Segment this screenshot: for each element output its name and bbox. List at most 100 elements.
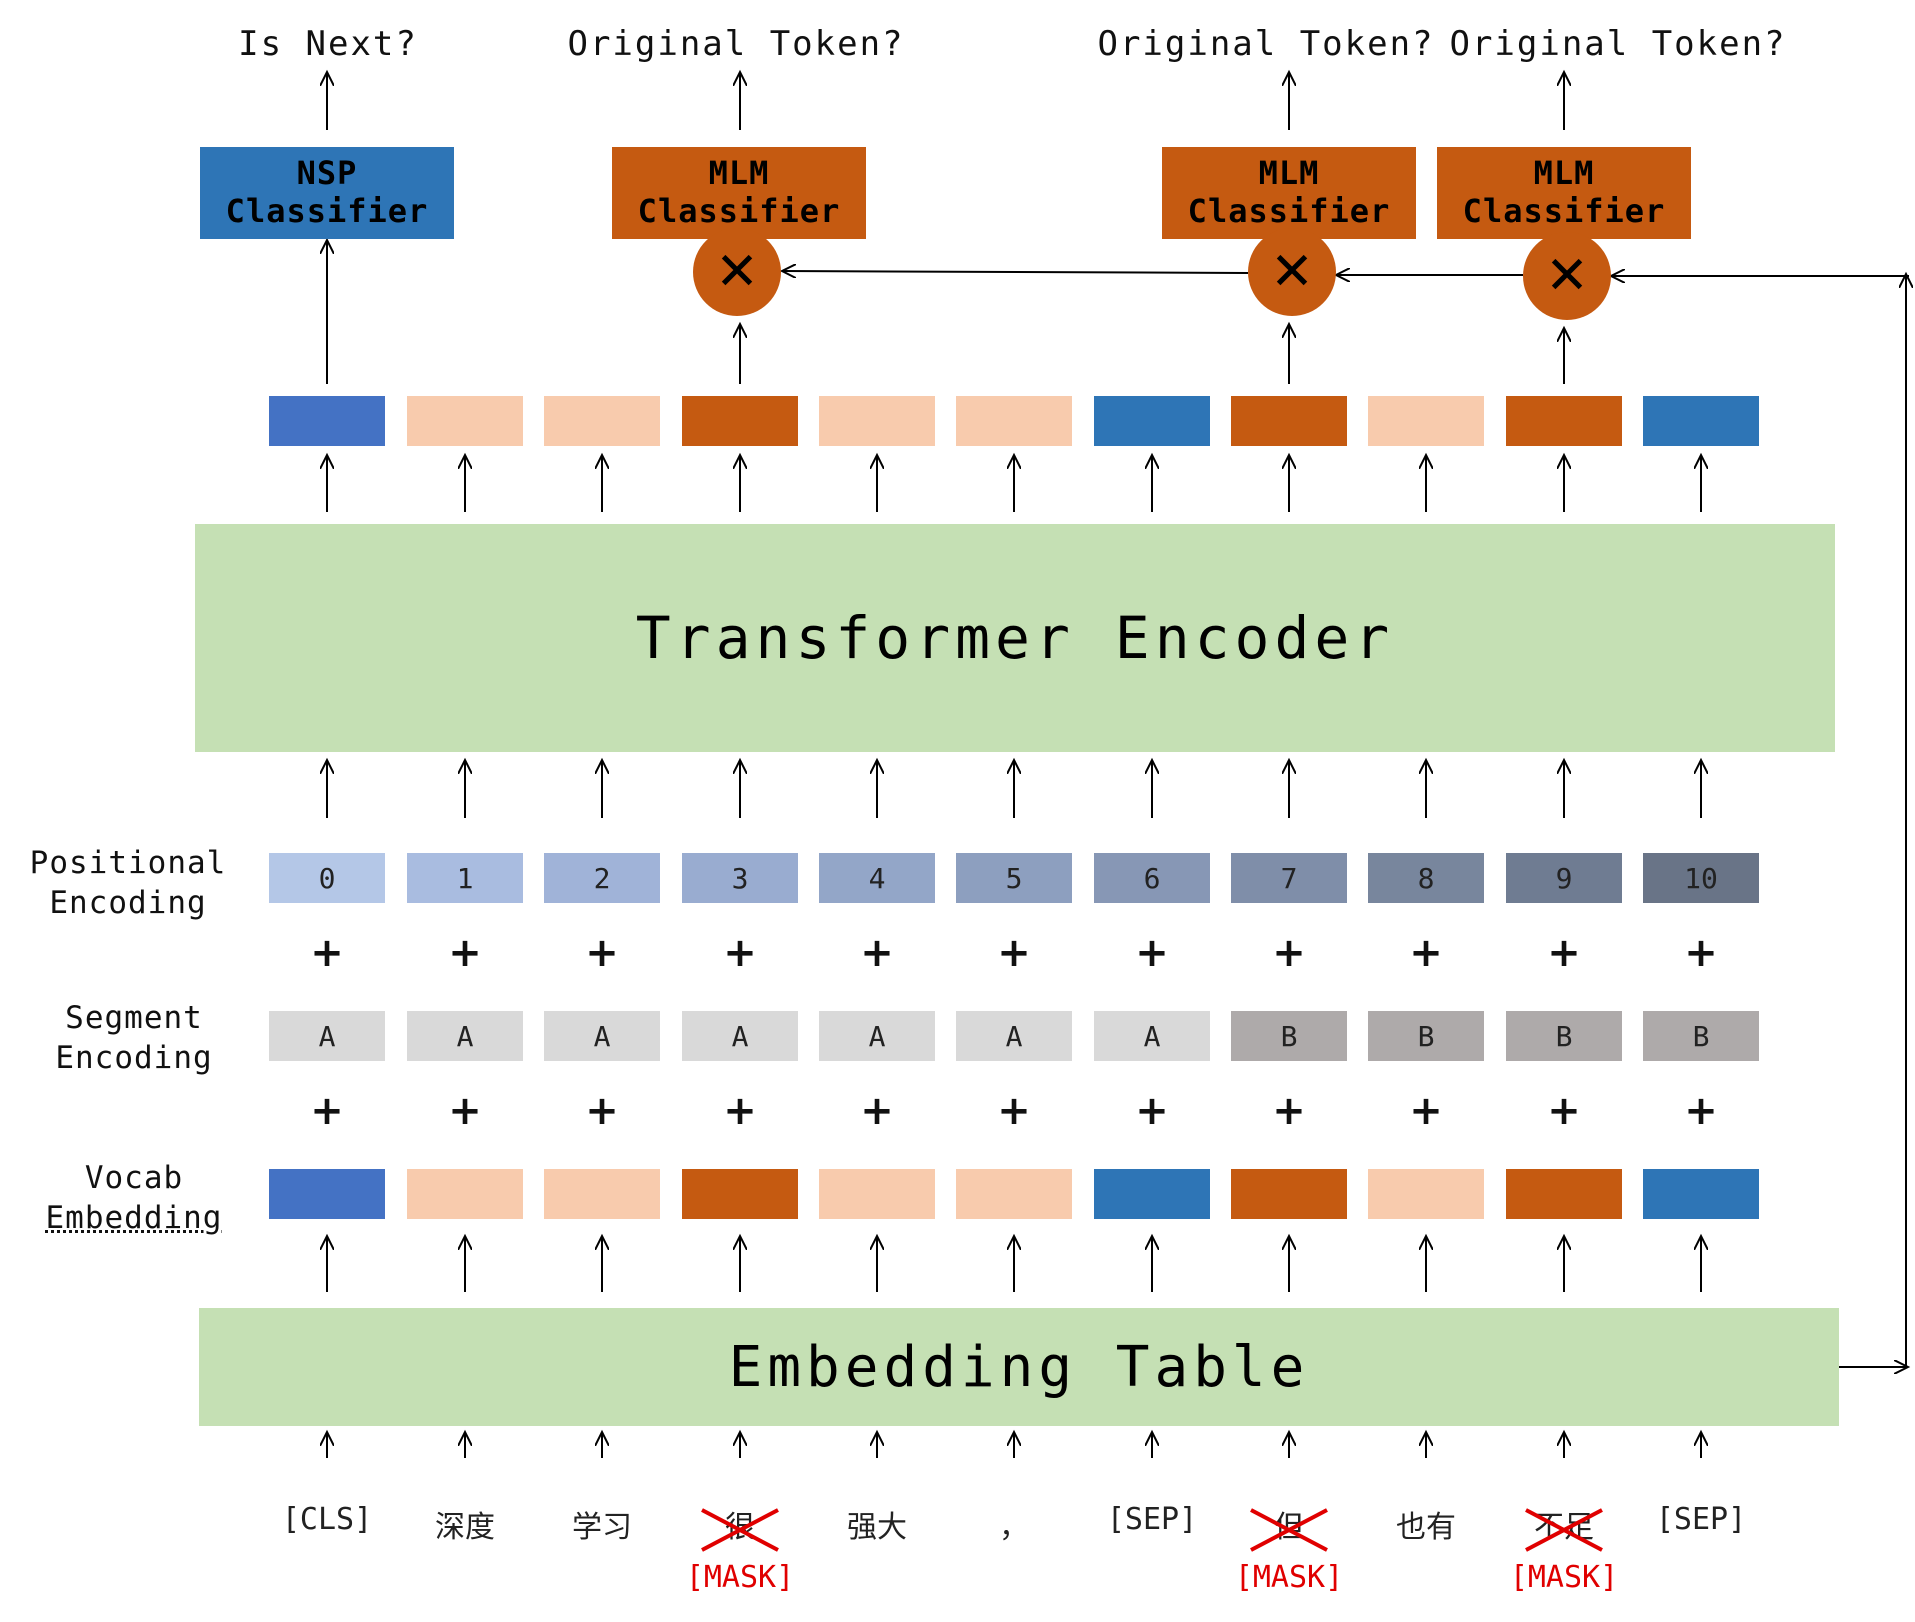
mlm-classifier-line2: Classifier [1462,192,1666,230]
position-cell: 2 [544,853,660,903]
input-token: [CLS] [281,1502,373,1537]
vocab-embedding-label: Vocab Embedding [45,1160,223,1237]
mlm-classifier-line2: Classifier [637,192,841,230]
position-cell: 8 [1368,853,1484,903]
mlm-classifier: MLM Classifier [612,147,866,239]
vocab-embedding-cell [819,1169,935,1219]
vocab-embedding-cell [682,1169,798,1219]
output-embedding-cell [819,396,935,446]
input-token: 深度 [435,1510,495,1545]
output-embedding-cell [682,396,798,446]
mlm-classifier-line2: Classifier [1187,192,1391,230]
output-embedding-cell [544,396,660,446]
is-next-label: Is Next? [238,24,418,64]
segment-cell: A [956,1011,1072,1061]
plus-icon: + [860,1088,894,1134]
plus-icon: + [310,930,344,976]
output-embedding-cell [1094,396,1210,446]
input-token: 强大 [847,1510,907,1545]
input-token: 也有 [1396,1510,1456,1545]
vocab-embedding-cell [544,1169,660,1219]
mlm-classifier: MLM Classifier [1162,147,1416,239]
segment-cell: B [1231,1011,1347,1061]
plus-icon: + [448,1088,482,1134]
arrow [782,271,1249,273]
segment-cell: A [544,1011,660,1061]
segment-cell: B [1643,1011,1759,1061]
position-cell: 10 [1643,853,1759,903]
output-embedding-cell [956,396,1072,446]
multiply-icon: ✕ [1248,228,1336,316]
output-embedding-cell [1368,396,1484,446]
mlm-classifier: MLM Classifier [1437,147,1691,239]
position-cell: 4 [819,853,935,903]
output-embedding-cell [407,396,523,446]
input-token: ， [999,1510,1029,1545]
original-token-label: Original Token? [1097,24,1435,64]
position-cell: 1 [407,853,523,903]
segment-cell: A [407,1011,523,1061]
original-token-label: Original Token? [1449,24,1787,64]
mask-token-label: [MASK] [1509,1560,1619,1595]
nsp-classifier-line1: NSP [296,154,358,193]
input-token: 很 [725,1510,755,1545]
plus-icon: + [1409,1088,1443,1134]
input-token: 但 [1274,1510,1304,1545]
output-embedding-cell [1643,396,1759,446]
output-embedding-cell [269,396,385,446]
plus-icon: + [585,1088,619,1134]
segment-cell: B [1368,1011,1484,1061]
plus-icon: + [1272,1088,1306,1134]
positional-encoding-label: Positional Encoding [29,845,227,922]
vocab-embedding-cell [1094,1169,1210,1219]
plus-icon: + [997,930,1031,976]
position-cell: 9 [1506,853,1622,903]
position-cell: 3 [682,853,798,903]
vocab-embedding-cell [956,1169,1072,1219]
plus-icon: + [1409,930,1443,976]
vocab-embedding-cell [1231,1169,1347,1219]
position-cell: 5 [956,853,1072,903]
position-cell: 7 [1231,853,1347,903]
segment-encoding-label: Segment Encoding [55,1000,213,1077]
plus-icon: + [1135,1088,1169,1134]
multiply-icon: ✕ [1523,232,1611,320]
segment-cell: B [1506,1011,1622,1061]
input-token: [SEP] [1655,1502,1747,1537]
embedding-table-label: Embedding Table [728,1334,1310,1400]
input-token: 学习 [572,1510,632,1545]
mlm-classifier-line1: MLM [1533,154,1595,193]
mlm-classifier-line1: MLM [1258,154,1320,193]
mask-token-label: [MASK] [1234,1560,1344,1595]
output-embedding-cell [1506,396,1622,446]
nsp-classifier: NSP Classifier [200,147,454,239]
embedding-table: Embedding Table [199,1308,1839,1426]
vocab-embedding-cell [269,1169,385,1219]
transformer-encoder-label: Transformer Encoder [635,604,1395,672]
plus-icon: + [1135,930,1169,976]
multiply-icon: ✕ [693,228,781,316]
position-cell: 0 [269,853,385,903]
plus-icon: + [448,930,482,976]
input-token: 不足 [1534,1510,1594,1545]
segment-cell: A [269,1011,385,1061]
plus-icon: + [585,930,619,976]
plus-icon: + [723,930,757,976]
plus-icon: + [997,1088,1031,1134]
plus-icon: + [1684,1088,1718,1134]
plus-icon: + [1272,930,1306,976]
segment-cell: A [1094,1011,1210,1061]
plus-icon: + [1547,930,1581,976]
position-cell: 6 [1094,853,1210,903]
original-token-label: Original Token? [567,24,905,64]
vocab-embedding-cell [407,1169,523,1219]
input-token: [SEP] [1106,1502,1198,1537]
vocab-embedding-cell [1368,1169,1484,1219]
segment-cell: A [819,1011,935,1061]
output-embedding-cell [1231,396,1347,446]
plus-icon: + [723,1088,757,1134]
plus-icon: + [1547,1088,1581,1134]
segment-cell: A [682,1011,798,1061]
